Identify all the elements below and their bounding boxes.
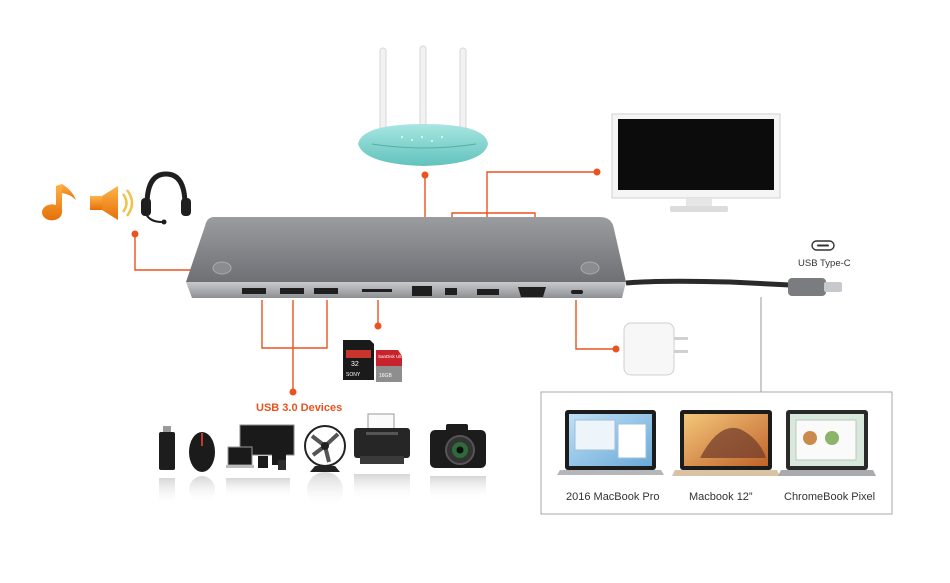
music-note-icon [42, 184, 76, 221]
sd-card-slot [362, 289, 392, 292]
usb-c-hub [186, 217, 626, 298]
laptop-caption: 2016 MacBook Pro [566, 491, 660, 503]
usb3-devices-label: USB 3.0 Devices [256, 402, 343, 414]
microsd-brand: SanDisk Ultra [378, 354, 406, 359]
screens-icon [226, 424, 295, 498]
usb-port-1 [242, 288, 266, 294]
speaker-icon [90, 186, 134, 220]
router-icon [358, 45, 488, 166]
usb-port-3 [314, 288, 338, 294]
monitor-icon [611, 113, 781, 212]
usb-type-c-label: USB Type-C [798, 258, 851, 269]
sd-capacity: 32 [351, 361, 359, 368]
headset-icon [141, 171, 191, 225]
mini-displayport [445, 288, 457, 295]
laptop-macbook-12 [672, 410, 780, 476]
laptop-caption: Macbook 12” [689, 491, 753, 503]
usb-flash-drive-icon [159, 426, 175, 506]
laptop-macbook-pro [557, 410, 664, 475]
microsd-capacity: 16GB [379, 373, 392, 379]
hdmi-port [477, 289, 499, 295]
sd-card-icon: 32 SONY [343, 340, 374, 380]
laptop-caption: ChromeBook Pixel [784, 491, 876, 503]
ethernet-port [412, 286, 432, 296]
vga-port [518, 287, 546, 297]
usb-port-2 [280, 288, 304, 294]
laptop-chromebook-pixel [778, 410, 876, 476]
usb-c-power-port [571, 290, 583, 294]
fan-icon [304, 425, 346, 508]
camera-icon [430, 424, 486, 500]
printer-icon [354, 413, 410, 500]
microsd-card-icon: SanDisk Ultra 16GB [376, 350, 406, 382]
connection-dots [131, 168, 620, 396]
sd-brand: SONY [346, 372, 361, 378]
usb-c-port-icon [811, 240, 835, 251]
mouse-icon [189, 432, 215, 504]
power-adapter-icon [623, 322, 688, 376]
usb-c-cable [625, 278, 842, 296]
